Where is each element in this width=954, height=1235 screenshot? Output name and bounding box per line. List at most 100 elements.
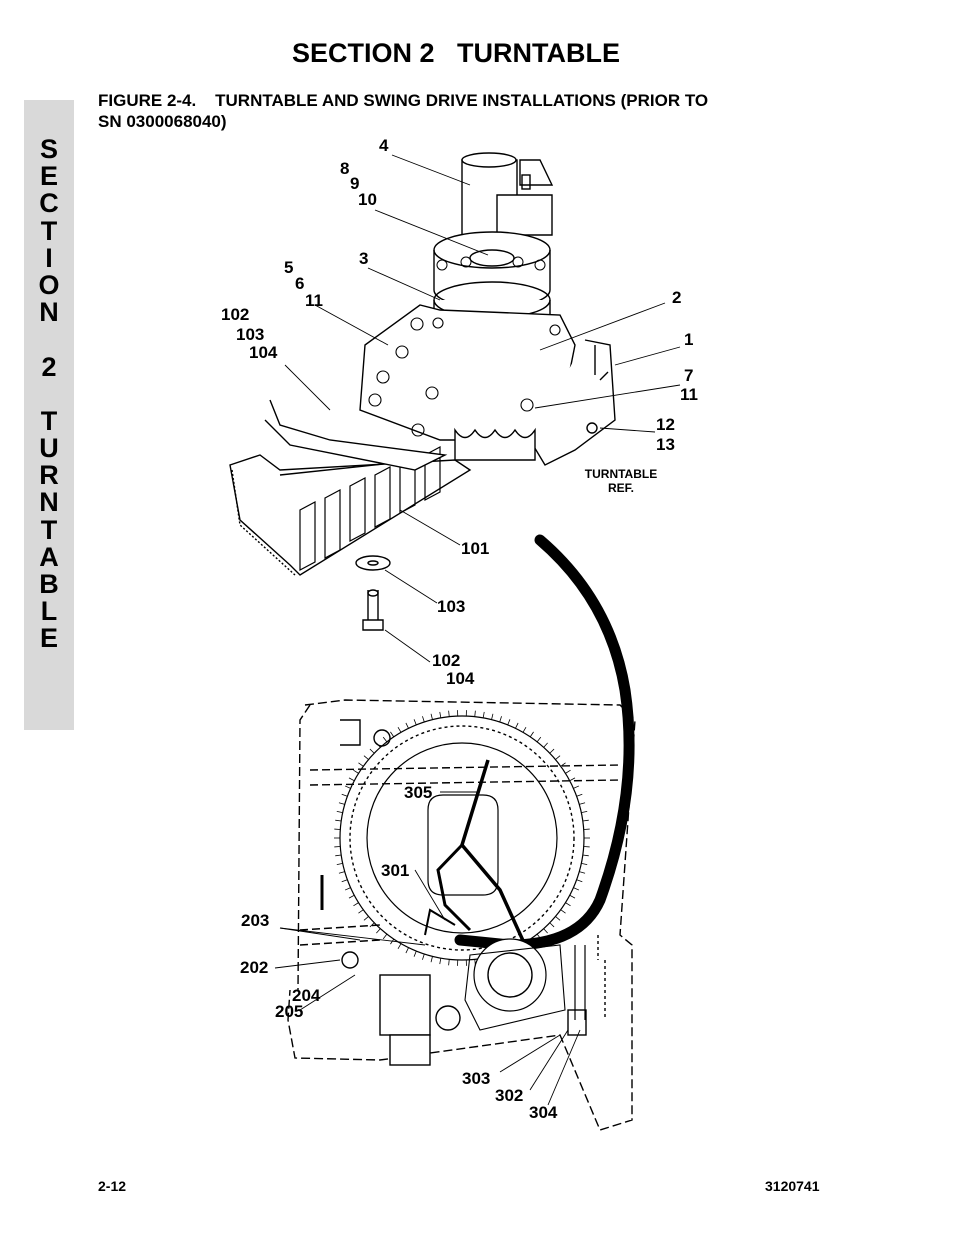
lower-motor xyxy=(379,974,431,1036)
gear-tooth xyxy=(560,909,566,914)
gear-tooth xyxy=(358,909,364,914)
gear-tooth xyxy=(369,748,375,754)
side-tab-letter: E xyxy=(39,623,58,654)
gear-tooth xyxy=(353,902,359,907)
side-tab-letter: N xyxy=(39,297,59,328)
gear-tooth xyxy=(491,713,494,720)
side-tab-letter: A xyxy=(39,541,59,572)
gear-tooth xyxy=(363,755,369,760)
side-tab-letter: S xyxy=(39,134,58,164)
gear-tooth xyxy=(549,922,555,928)
gear-tooth xyxy=(560,762,566,767)
gear-tooth xyxy=(405,722,409,729)
gear-tooth xyxy=(579,871,586,874)
callout-11: 11 xyxy=(305,291,323,310)
gear-tooth xyxy=(536,736,542,743)
gear-tooth xyxy=(581,810,588,814)
gear-tooth xyxy=(341,879,348,883)
callout-10: 10 xyxy=(358,190,377,209)
callout-3: 3 xyxy=(359,249,369,268)
gear-tooth xyxy=(499,716,502,723)
callout-9: 9 xyxy=(350,174,360,193)
gear-tooth xyxy=(335,819,342,822)
gear-tooth xyxy=(474,710,476,717)
callout-12: 12 xyxy=(656,415,675,434)
gear-tooth xyxy=(430,713,433,720)
side-tab-letter: I xyxy=(45,242,53,273)
gear-tooth xyxy=(573,785,580,789)
gear-tooth xyxy=(382,933,388,940)
callout-1: 1 xyxy=(684,330,694,349)
gear-tooth xyxy=(341,793,348,797)
callout-6: 6 xyxy=(295,274,305,293)
bolt-head xyxy=(362,619,384,631)
gear-tooth xyxy=(405,947,409,954)
gear-tooth xyxy=(543,928,548,934)
gear-tooth xyxy=(565,902,571,907)
callout-103: 103 xyxy=(236,325,265,344)
gear-tooth xyxy=(382,736,388,743)
side-tab-letter: R xyxy=(39,460,59,491)
callout-2: 2 xyxy=(672,288,682,307)
gear-tooth xyxy=(581,862,588,866)
gear-tooth xyxy=(543,742,548,748)
gear-tooth xyxy=(582,819,589,822)
callout-101: 101 xyxy=(461,539,490,558)
callout-102: 102 xyxy=(221,305,250,324)
gear-tooth xyxy=(335,854,342,857)
gear-tooth xyxy=(422,716,425,723)
frame-outline xyxy=(287,699,636,1131)
gear-tooth xyxy=(430,956,433,963)
hydraulic-hose xyxy=(454,534,635,951)
gear-tooth xyxy=(348,894,355,899)
gear-tooth xyxy=(576,879,583,883)
callout-305: 305 xyxy=(404,783,433,802)
callout-104-lower: 104 xyxy=(446,669,475,688)
gear-tooth xyxy=(573,887,580,891)
callout-13: 13 xyxy=(656,435,675,454)
gear-tooth xyxy=(555,755,561,760)
gear-tooth xyxy=(582,854,589,857)
callout-301: 301 xyxy=(381,861,410,880)
side-tab-letter: 2 xyxy=(41,351,57,382)
callout-203: 203 xyxy=(241,911,270,930)
side-tab-letter: C xyxy=(39,188,59,219)
figure-title: FIGURE 2-4. TURNTABLE AND SWING DRIVE IN… xyxy=(98,91,709,131)
gear-tooth xyxy=(448,959,450,966)
document-number: 3120741 xyxy=(765,1178,820,1194)
callout-8: 8 xyxy=(340,159,350,178)
callout-304: 304 xyxy=(529,1103,558,1122)
callout-104: 104 xyxy=(249,343,278,362)
side-tab-letter: O xyxy=(38,269,60,300)
washer xyxy=(355,555,391,571)
gear-tooth xyxy=(338,802,345,805)
gear-tooth xyxy=(353,769,359,774)
gear-tooth xyxy=(515,722,519,729)
bearing-gear-inner xyxy=(366,742,558,934)
page-number: 2-12 xyxy=(98,1178,127,1194)
gear-tooth xyxy=(413,719,417,726)
gear-tooth xyxy=(565,769,571,774)
gear-tooth xyxy=(358,762,364,767)
gear-tooth xyxy=(348,777,355,782)
callout-102-lower: 102 xyxy=(432,651,461,670)
callout-103-lower: 103 xyxy=(437,597,466,616)
gear-tooth xyxy=(439,711,442,718)
gear-tooth xyxy=(555,916,561,921)
gear-tooth xyxy=(397,726,402,733)
gear-tooth xyxy=(448,710,450,717)
gear-tooth xyxy=(376,928,381,934)
callout-5: 5 xyxy=(284,258,294,277)
gear-tooth xyxy=(569,894,576,899)
gear-tooth xyxy=(439,958,442,965)
gear-tooth xyxy=(338,871,345,874)
gear-tooth xyxy=(397,943,402,950)
callout-4: 4 xyxy=(379,136,389,155)
callout-303: 303 xyxy=(462,1069,491,1088)
gear-tooth xyxy=(569,777,576,782)
side-tab-letter: T xyxy=(40,405,58,436)
turntable-ref-label: TURNTABLE REF. xyxy=(584,467,658,495)
swing-drive-pinion xyxy=(473,938,547,1012)
